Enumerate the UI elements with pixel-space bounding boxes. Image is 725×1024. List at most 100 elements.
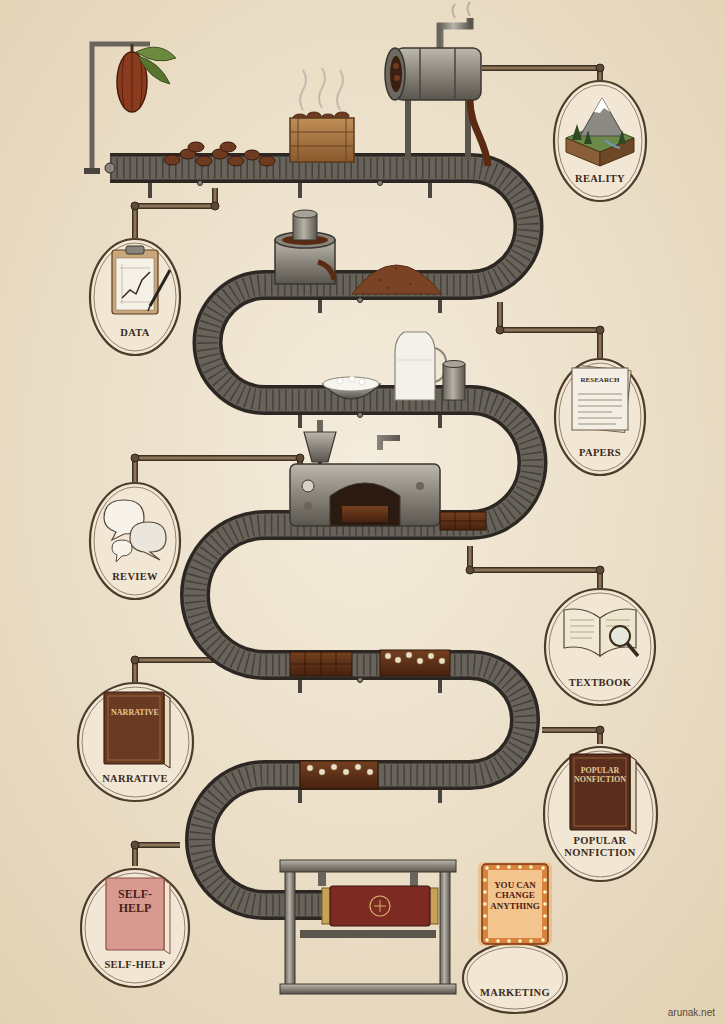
medallion: POPULAR NONFICTIONPOPULAR NONFICTION [541, 744, 660, 884]
bean-crate [290, 118, 354, 162]
marquee-sign [483, 890, 487, 894]
book-icon [164, 694, 170, 768]
open-book-icon [627, 643, 638, 656]
chocolate-bar [385, 653, 391, 659]
milk-jug [395, 332, 465, 400]
medallion-ring [94, 487, 176, 595]
roaster-drum [470, 100, 488, 166]
landscape-icon [580, 98, 624, 136]
cocoa-powder [395, 267, 397, 269]
conveyor-belt [438, 789, 442, 803]
medallion-ring [549, 593, 651, 701]
conveyor-belt [378, 181, 383, 186]
cocoa-beans [188, 142, 204, 152]
conveyor-belt [438, 679, 442, 693]
medallion-outline [90, 239, 180, 355]
chocolate-bar [385, 652, 445, 664]
chocolate-bar [380, 650, 450, 676]
medallion-ring [559, 363, 641, 471]
stage-label: REALITY [560, 173, 640, 186]
chocolate-bar [439, 658, 445, 664]
speech-bubbles-icon [130, 522, 166, 560]
book-icon [164, 880, 170, 954]
chocolate-bar [290, 512, 486, 789]
speech-bubbles-icon [104, 500, 144, 540]
chocolate-bar [290, 652, 352, 676]
cocoa-pod [122, 52, 142, 112]
bean-crate [290, 68, 354, 162]
sugar-bowl [337, 378, 343, 384]
book-icon [106, 878, 170, 954]
tempering-oven [416, 482, 424, 490]
marquee-sign [483, 878, 487, 882]
pipe [542, 730, 600, 744]
chocolate-bar [440, 512, 486, 530]
roaster-drum [440, 18, 470, 48]
stage-label: NARRATIVE [95, 773, 175, 786]
cocoa-powder [352, 265, 442, 294]
wrapping-machine [300, 930, 436, 938]
pipe [596, 566, 604, 574]
bean-crate [290, 118, 354, 162]
grinder [275, 210, 335, 284]
cocoa-powder [387, 287, 389, 289]
medallion-outline [545, 589, 655, 705]
medallion-shape [75, 680, 196, 804]
wrapping-machine [440, 866, 450, 990]
cover-text: NARRATIVE [108, 708, 162, 717]
tempering-oven [342, 506, 388, 522]
marquee-sign [541, 866, 545, 870]
book-icon [104, 692, 164, 764]
grinder [318, 262, 334, 280]
marquee-sign [496, 939, 500, 943]
marquee-sign [478, 862, 552, 946]
chocolate-bar [331, 764, 337, 770]
medallion-outline [78, 683, 193, 801]
chocolate-bar [300, 761, 378, 789]
chocolate-bar [367, 769, 373, 775]
conveyor-belt [428, 182, 432, 198]
conveyor-belt [105, 163, 115, 173]
marquee-sign [507, 865, 511, 869]
medallion: SELF-HELPSELF-HELP [78, 866, 192, 990]
medallion-shape [87, 480, 183, 602]
milk-jug [395, 332, 435, 400]
grinder [293, 210, 317, 218]
pipe [470, 546, 600, 588]
sugar-bowl [337, 376, 365, 385]
cocoa-beans [164, 142, 275, 166]
cocoa-beans [244, 150, 260, 160]
medallion-outline [554, 81, 646, 201]
cocoa-pod [84, 168, 100, 174]
clipboard-icon [116, 258, 154, 310]
book-icon [570, 754, 630, 830]
cocoa-pod [92, 44, 150, 172]
watermark: arunak.net [668, 1007, 715, 1018]
sugar-bowl [359, 379, 365, 385]
speech-bubbles-icon [112, 540, 132, 562]
medallion-ring [94, 243, 176, 351]
marquee-sign [478, 862, 552, 946]
conveyor-belt [318, 299, 322, 313]
marquee-sign [541, 938, 545, 942]
tempering-oven [302, 480, 314, 492]
book-icon [574, 758, 626, 826]
cocoa-powder [352, 265, 442, 294]
conveyor-belt [438, 299, 442, 313]
pipe [500, 302, 600, 358]
pipe [596, 726, 604, 734]
book-icon [108, 696, 160, 760]
pipe [470, 546, 600, 588]
papers-icon [572, 365, 631, 432]
open-book-icon [564, 609, 638, 656]
medallion-shape [542, 586, 658, 708]
cover-text: YOU CAN CHANGE ANYTHING [488, 880, 542, 911]
wrapping-machine [280, 860, 456, 872]
sugar-bowl [323, 377, 379, 391]
conveyor-belt [298, 679, 302, 693]
tempering-oven [304, 502, 312, 510]
medallion: NARRATIVE NARRATIVE [75, 680, 196, 804]
landscape-icon [566, 138, 600, 166]
cocoa-beans [259, 156, 275, 166]
chocolate-bar [290, 652, 352, 676]
